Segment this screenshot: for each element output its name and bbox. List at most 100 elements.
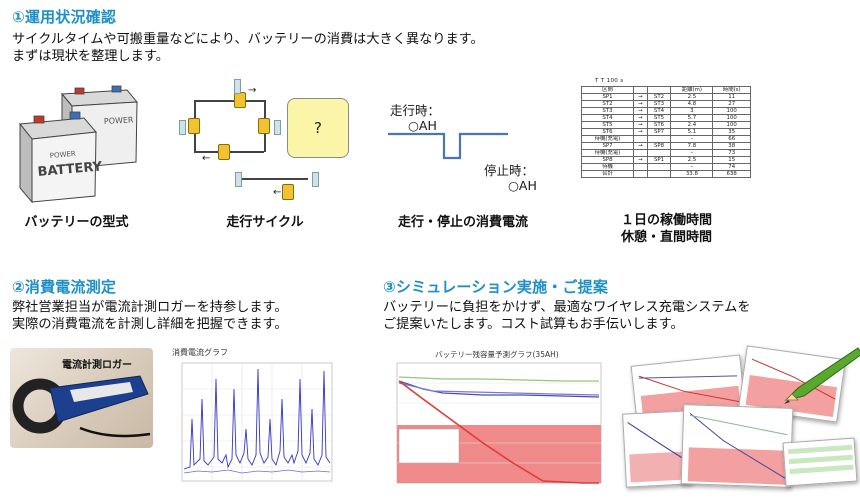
schedule-cell: SP1 [581, 93, 634, 101]
schedule-cell: 2.5 [670, 156, 714, 164]
schedule-cell: 11 [712, 93, 751, 101]
schedule-cell: 2.5 [670, 93, 714, 101]
schedule-cell: 100 [712, 114, 751, 122]
schedule-row: 待機(充電)–66 [581, 135, 751, 143]
section1-line1: サイクルタイムや可搬重量などにより、バッテリーの消費は大きく異なります。 [12, 32, 484, 47]
section3-line1: バッテリーに負担をかけず、最適なワイヤレス充電システムを [383, 300, 751, 315]
schedule-cell: 638 [712, 170, 751, 178]
schedule-cell: ST5 [646, 114, 672, 122]
cycle-diagram: → ← ← [178, 79, 319, 200]
current-diagram: 走行時： ○AH 停止時： ○AH [388, 90, 558, 205]
current-graph-title: 消費電流グラフ [172, 348, 228, 357]
schedule-column-header: 時間(s) [712, 86, 751, 94]
current-graph: 消費電流グラフ [168, 345, 340, 495]
schedule-cell: 合計 [581, 170, 634, 178]
schedule-column-header [646, 86, 672, 94]
battery-caption: バッテリーの型式 [24, 215, 129, 230]
schedule-cell: ST4 [646, 107, 672, 115]
running-label: 走行時： [390, 103, 441, 118]
battery-icon: POWER POWER BATTERY [19, 85, 139, 204]
schedule-cell: 15 [712, 156, 751, 164]
simulation-chart-title: バッテリー残容量予測グラフ(35AH) [435, 350, 559, 359]
schedule-cell: 100 [712, 121, 751, 129]
schedule-cell: – [670, 135, 714, 143]
section2-title: ②消費電流測定 [12, 278, 117, 296]
schedule-header: T T 100 s [595, 78, 624, 84]
schedule-cell [646, 170, 672, 178]
schedule-cell: ST6 [646, 121, 672, 129]
schedule-cell: ST2 [581, 100, 634, 108]
collage-sheet-5 [782, 437, 858, 487]
current-graph-plot [181, 362, 333, 482]
schedule-cell: → [633, 142, 648, 150]
schedule-cell [646, 135, 672, 143]
schedule-row: 待機 –74 [581, 163, 751, 171]
schedule-column-header: 距離(m) [670, 86, 714, 94]
schedule-cell: SP7 [646, 128, 672, 136]
schedule-cell: ST4 [581, 114, 634, 122]
schedule-cell: → [633, 128, 648, 136]
section2-text: 弊社営業担当が電流計測ロガーを持参します。 実際の消費電流を計測し詳細を把握でき… [12, 299, 288, 333]
schedule-cell: → [633, 107, 648, 115]
schedule-cell: 73 [712, 149, 751, 157]
running-value: ○AH [408, 118, 437, 133]
schedule-cell [633, 170, 648, 178]
schedule-header-row: 区間距離(m)時間(s) [581, 86, 751, 94]
schedule-cell [633, 163, 648, 171]
schedule-caption-line1: １日の稼働時間 [620, 213, 712, 228]
logger-photo: 電流計測ロガー [10, 348, 153, 448]
section3-text: バッテリーに負担をかけず、最適なワイヤレス充電システムを ご提案いたします。コス… [383, 299, 751, 333]
schedule-row: 待機(充電) –73 [581, 149, 751, 157]
schedule-column-header [633, 86, 648, 94]
schedule-cell: 待機 [581, 163, 634, 171]
schedule-cell: → [633, 114, 648, 122]
section3-line2: ご提案いたします。コスト試算もお手伝いします。 [383, 317, 684, 332]
schedule-cell: SP8 [581, 156, 634, 164]
pencil-icon [784, 347, 860, 404]
schedule-cell: 74 [712, 163, 751, 171]
schedule-cell: SP7 [581, 142, 634, 150]
section1-title: ①運用状況確認 [12, 8, 117, 26]
stop-label: 停止時： [484, 163, 535, 178]
svg-text:POWER: POWER [49, 150, 76, 160]
schedule-cell [633, 149, 648, 157]
question-box: ? [287, 98, 349, 158]
schedule-cell: → [633, 93, 648, 101]
schedule-cell: 2.4 [670, 121, 714, 129]
stop-value: ○AH [508, 178, 537, 193]
simulation-chart-plot [396, 362, 602, 484]
current-caption: 走行・停止の消費電流 [397, 215, 528, 230]
schedule-cell: 35 [712, 128, 751, 136]
schedule-cell: ST3 [646, 100, 672, 108]
schedule-cell: ST5 [581, 121, 634, 129]
section1-text: サイクルタイムや可搬重量などにより、バッテリーの消費は大きく異なります。 まずは… [12, 31, 484, 65]
schedule-cell: – [670, 149, 714, 157]
schedule-caption-line2: 休憩・直間時間 [620, 230, 712, 245]
schedule-cell: 7.8 [670, 142, 714, 150]
cycle-caption: 走行サイクル [226, 215, 304, 230]
svg-text:POWER: POWER [104, 115, 135, 126]
schedule-cell: 66 [712, 135, 751, 143]
schedule-cell: 待機(充電) [581, 149, 634, 157]
section1-line2: まずは現状を整理します。 [12, 49, 169, 64]
schedule-cell: → [633, 121, 648, 129]
schedule-cell: 38 [712, 142, 751, 150]
schedule-cell [646, 163, 672, 171]
schedule-cell: 33.8 [670, 170, 714, 178]
section3-title: ③シミュレーション実施・ご提案 [383, 278, 609, 296]
schedule-cell: ST6 [581, 128, 634, 136]
schedule-cell: 5.7 [670, 114, 714, 122]
schedule-cell: – [670, 163, 714, 171]
schedule-cell: 100 [712, 107, 751, 115]
